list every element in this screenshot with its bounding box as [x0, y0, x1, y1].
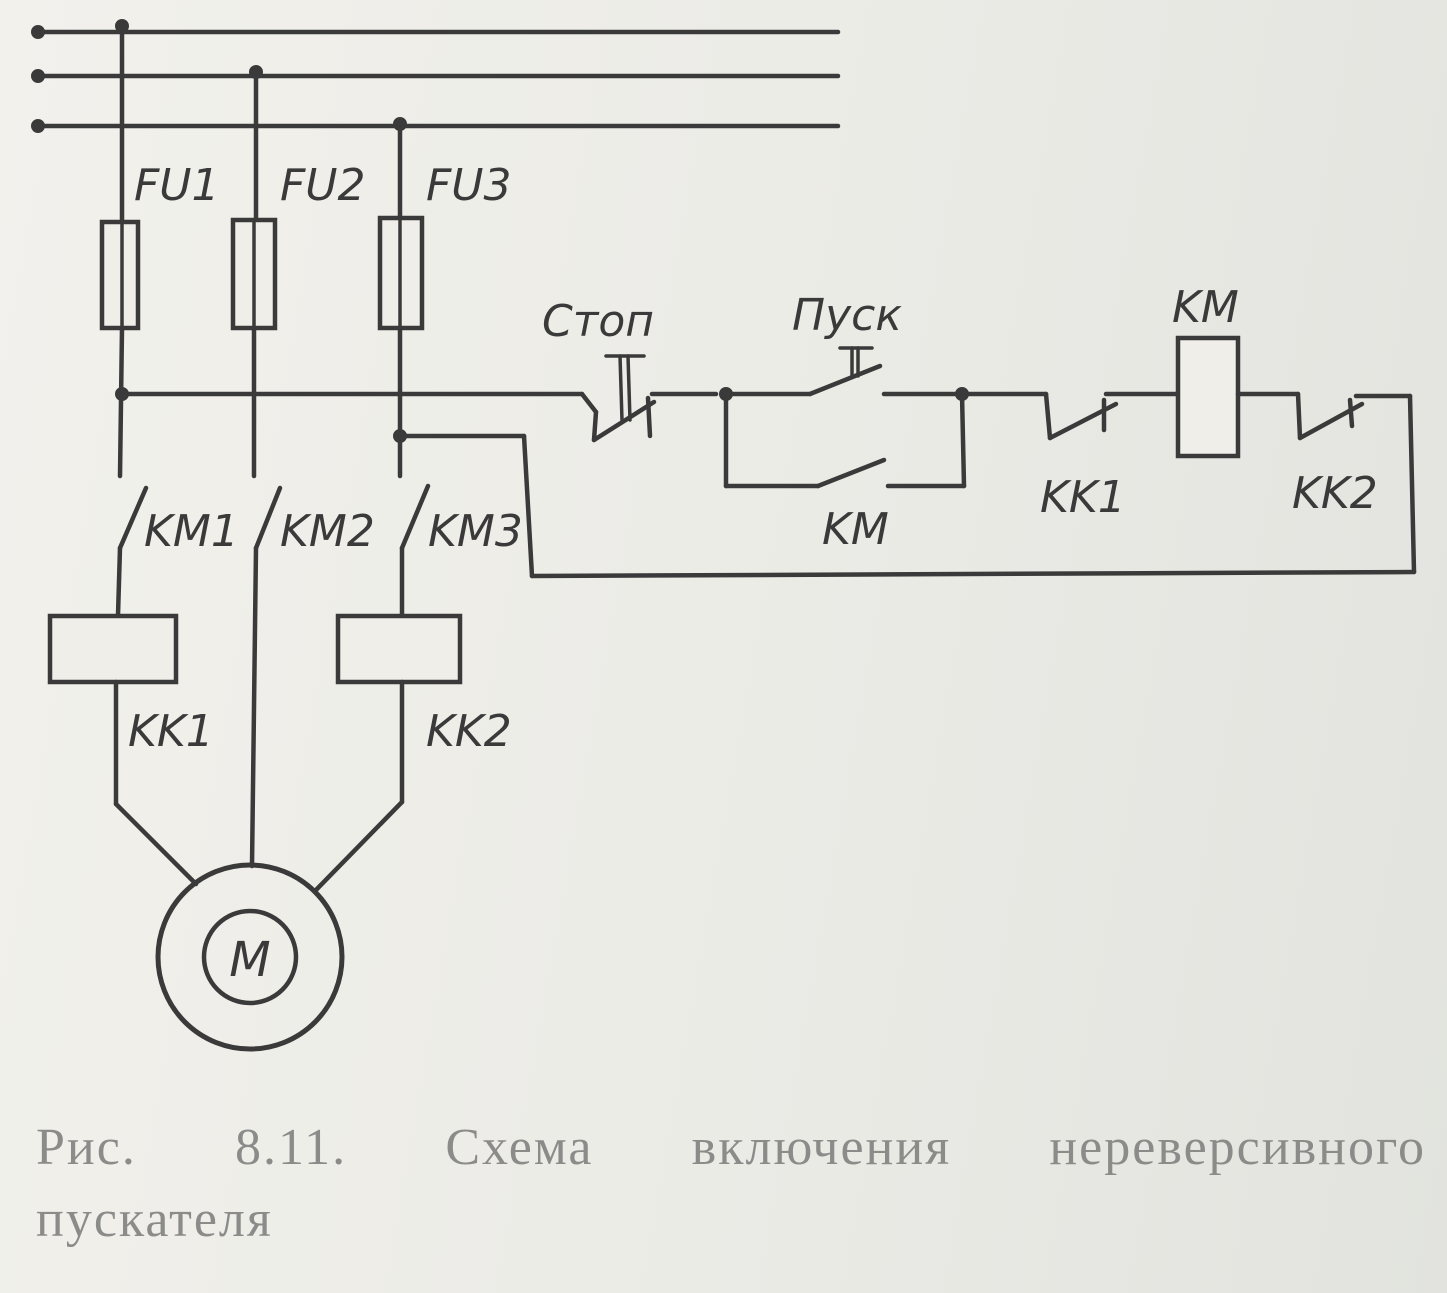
figure-caption-line-1: Рис. 8.11. Схема включения нереверсивног…	[36, 1118, 1426, 1177]
phase-1-line	[47, 23, 199, 887]
caption-word-5: нереверсивного	[1049, 1119, 1426, 1176]
stop-button	[579, 354, 719, 443]
label-motor: M	[229, 932, 270, 988]
label-kk1-relay: KK1	[128, 706, 214, 757]
label-km-contact: KM	[822, 504, 889, 555]
label-fu3: FU3	[426, 160, 512, 211]
km-holding-contact	[723, 391, 967, 489]
caption-word-4: включения	[691, 1119, 952, 1176]
label-stop: Стоп	[542, 296, 654, 347]
thermal-relay-kk1	[47, 613, 179, 685]
label-km3: KM3	[428, 506, 523, 557]
motor	[155, 862, 345, 1052]
label-start: Пуск	[792, 290, 902, 341]
thermal-relay-kk2	[335, 613, 463, 685]
label-fu2: FU2	[280, 160, 366, 211]
phase-3-line	[313, 121, 463, 893]
caption-word-1: Рис.	[36, 1119, 137, 1176]
start-button	[723, 346, 965, 397]
label-kk2-relay: KK2	[426, 706, 512, 757]
caption-word-2: 8.11.	[235, 1119, 348, 1176]
phase-2-line	[230, 69, 283, 869]
label-km-coil: KM	[1172, 282, 1239, 333]
label-kk1-contact: KK1	[1040, 472, 1126, 523]
kk2-nc-contact	[1235, 391, 1413, 441]
control-circuit	[115, 335, 1417, 579]
figure-caption-line-2: пускателя	[36, 1191, 273, 1248]
label-km1: KM1	[144, 506, 239, 557]
km-coil	[1175, 335, 1241, 459]
label-km2: KM2	[280, 506, 375, 557]
kk1-nc-contact	[959, 391, 1181, 441]
fuse-fu1	[99, 219, 141, 331]
label-kk2-contact: KK2	[1292, 468, 1378, 519]
label-fu1: FU1	[134, 160, 220, 211]
supply-lines	[31, 19, 841, 133]
caption-word-3: Схема	[445, 1119, 594, 1176]
